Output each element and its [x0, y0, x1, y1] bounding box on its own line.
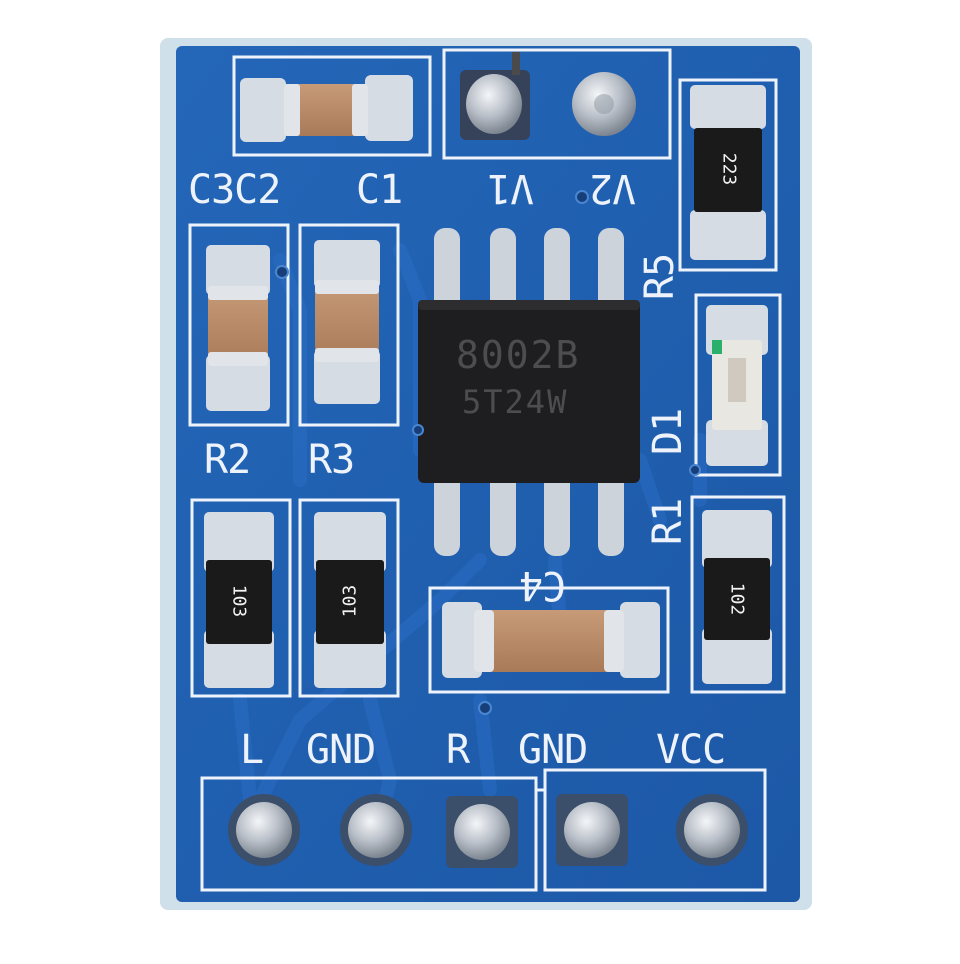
pad-v2	[572, 72, 636, 136]
label-c4: C4	[520, 562, 567, 608]
pad-v1	[460, 52, 530, 140]
label-c1: C1	[356, 167, 403, 213]
label-r3: R3	[308, 437, 355, 483]
label-pin-l: L	[240, 727, 264, 773]
resistor-r3-code: 103	[339, 584, 361, 618]
label-c3c2: C3C2	[188, 167, 281, 213]
label-v2: V2	[590, 165, 637, 211]
chip-marking-line2: 5T24W	[462, 383, 569, 421]
label-r1: R1	[645, 498, 691, 545]
capacitor-r2	[206, 245, 270, 411]
chip-pins	[434, 228, 624, 556]
resistor-r5	[690, 85, 766, 260]
resistor-r1-102	[702, 510, 772, 684]
resistor-r2-103	[204, 512, 274, 688]
capacitor-c2	[240, 75, 413, 142]
chip-8002b	[418, 300, 640, 483]
capacitor-r3	[314, 240, 380, 404]
label-d1: D1	[645, 408, 691, 455]
header-pins	[228, 794, 748, 868]
label-r5: R5	[637, 253, 683, 300]
resistor-r1-code: 102	[726, 582, 748, 616]
resistor-r3-103	[314, 512, 386, 688]
label-pin-r: R	[446, 727, 470, 773]
capacitor-c4	[442, 602, 660, 678]
label-r2: R2	[204, 437, 251, 483]
label-pin-gnd-2: GND	[518, 727, 588, 773]
vias	[275, 190, 701, 715]
label-v1: V1	[488, 165, 535, 211]
chip-marking-line1: 8002B	[456, 333, 581, 377]
label-pin-vcc: VCC	[656, 727, 726, 773]
silkscreen-outlines	[188, 48, 786, 892]
label-pin-gnd-1: GND	[306, 727, 376, 773]
led-d1	[706, 305, 768, 466]
resistor-r5-code: 223	[718, 152, 740, 186]
resistor-r2-code: 103	[228, 584, 250, 618]
